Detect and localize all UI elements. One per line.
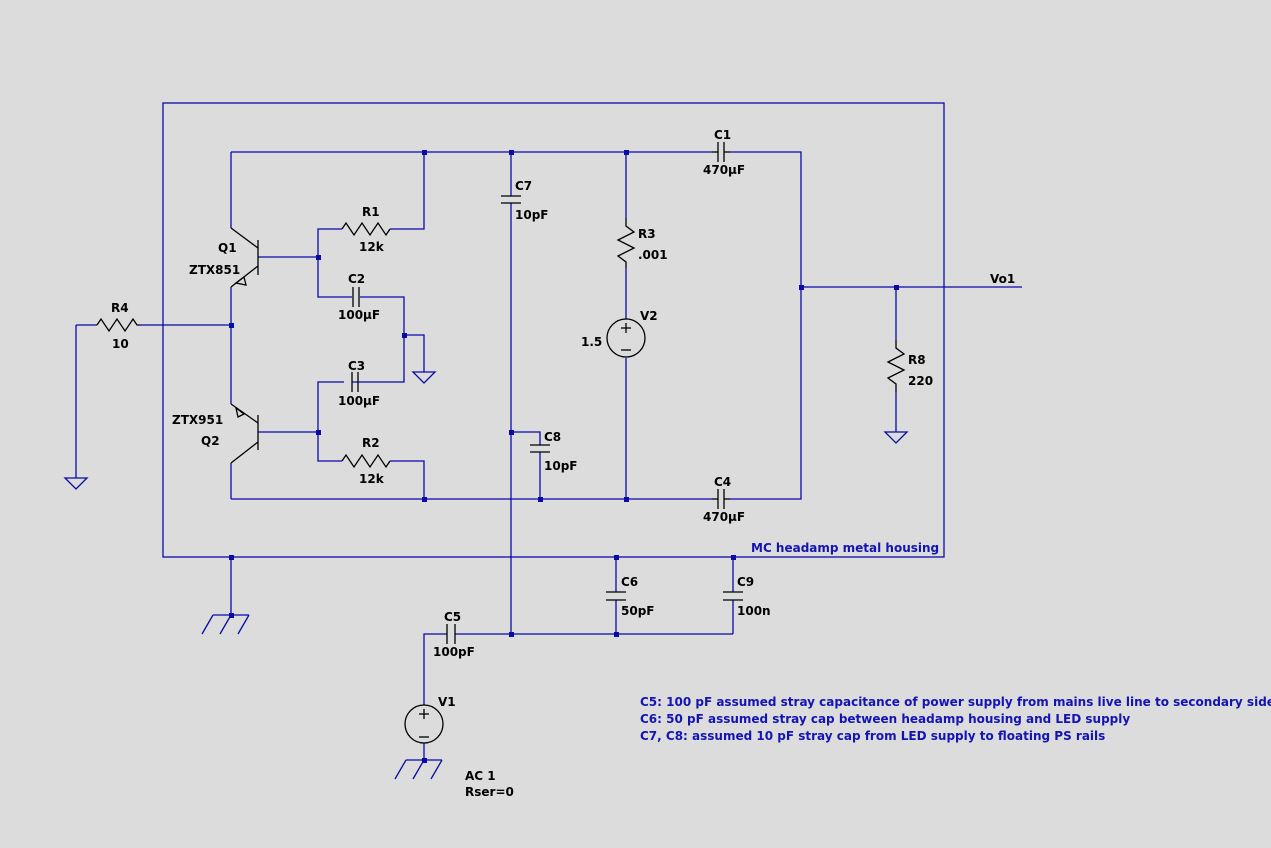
q1-transistor[interactable]: [230, 227, 259, 288]
c7-value-label: 10pF: [515, 208, 549, 222]
v1-value2-label: Rser=0: [465, 785, 514, 799]
c4-capacitor[interactable]: [712, 489, 730, 509]
c9-capacitor[interactable]: [723, 591, 743, 601]
c7-name-label: C7: [515, 179, 532, 193]
c6-capacitor[interactable]: [606, 591, 626, 601]
r2-resistor[interactable]: [341, 453, 391, 469]
junctions: [229, 150, 899, 763]
ground-icon: [883, 431, 909, 444]
q1-name-label: Q1: [218, 241, 237, 255]
q1-model-label: ZTX851: [189, 263, 240, 277]
annotations: MC headamp metal housing C5: 100 pF assu…: [640, 541, 1271, 743]
r4-name-label: R4: [111, 301, 129, 315]
wires: [75, 102, 1022, 760]
c2-capacitor[interactable]: [352, 287, 360, 307]
c8-value-label: 10pF: [544, 459, 578, 473]
v1-voltage-source[interactable]: [404, 704, 444, 744]
c3-name-label: C3: [348, 359, 365, 373]
r4-value-label: 10: [112, 337, 129, 351]
q2-model-label: ZTX951: [172, 413, 223, 427]
c7-capacitor[interactable]: [501, 195, 521, 204]
c4-value-label: 470µF: [703, 510, 745, 524]
r8-resistor[interactable]: [886, 340, 906, 392]
r3-name-label: R3: [638, 227, 656, 241]
note-line: C6: 50 pF assumed stray cap between head…: [640, 712, 1130, 726]
chassis-ground-icon: [201, 614, 250, 635]
output-net-label: Vo1: [990, 272, 1015, 286]
note-line: C7, C8: assumed 10 pF stray cap from LED…: [640, 729, 1105, 743]
q2-name-label: Q2: [201, 434, 220, 448]
r2-value-label: 12k: [359, 472, 385, 486]
ground-icon: [411, 371, 437, 384]
ground-icon: [63, 477, 89, 490]
v2-name-label: V2: [640, 309, 658, 323]
component-labels: Q1 ZTX851 ZTX951 Q2 R4 10 R1 12k R2 12k …: [111, 128, 1015, 799]
c3-capacitor[interactable]: [351, 372, 359, 392]
c1-name-label: C1: [714, 128, 731, 142]
r2-name-label: R2: [362, 436, 380, 450]
c4-name-label: C4: [714, 475, 731, 489]
r3-value-label: .001: [638, 248, 668, 262]
c1-capacitor[interactable]: [712, 142, 730, 162]
c8-capacitor[interactable]: [530, 444, 550, 453]
c5-capacitor[interactable]: [446, 624, 456, 644]
c5-name-label: C5: [444, 610, 461, 624]
c9-value-label: 100n: [737, 604, 771, 618]
c3-value-label: 100µF: [338, 394, 380, 408]
v1-name-label: V1: [438, 695, 456, 709]
c1-value-label: 470µF: [703, 163, 745, 177]
note-line: C5: 100 pF assumed stray capacitance of …: [640, 695, 1271, 709]
r3-resistor[interactable]: [616, 218, 636, 268]
r8-name-label: R8: [908, 353, 926, 367]
q2-transistor[interactable]: [230, 403, 259, 464]
r1-value-label: 12k: [359, 240, 385, 254]
c9-name-label: C9: [737, 575, 754, 589]
chassis-ground-icon: [394, 759, 443, 780]
c5-value-label: 100pF: [433, 645, 475, 659]
c2-value-label: 100µF: [338, 308, 380, 322]
c6-value-label: 50pF: [621, 604, 655, 618]
v2-value-label: 1.5: [581, 335, 602, 349]
r8-value-label: 220: [908, 374, 933, 388]
v2-voltage-source[interactable]: [606, 318, 646, 358]
c8-name-label: C8: [544, 430, 561, 444]
v1-value1-label: AC 1: [465, 769, 496, 783]
c2-name-label: C2: [348, 272, 365, 286]
housing-outline: [162, 102, 945, 558]
housing-label: MC headamp metal housing: [751, 541, 939, 555]
c6-name-label: C6: [621, 575, 638, 589]
r4-resistor[interactable]: [96, 317, 140, 333]
r1-name-label: R1: [362, 205, 380, 219]
r1-resistor[interactable]: [341, 221, 391, 237]
